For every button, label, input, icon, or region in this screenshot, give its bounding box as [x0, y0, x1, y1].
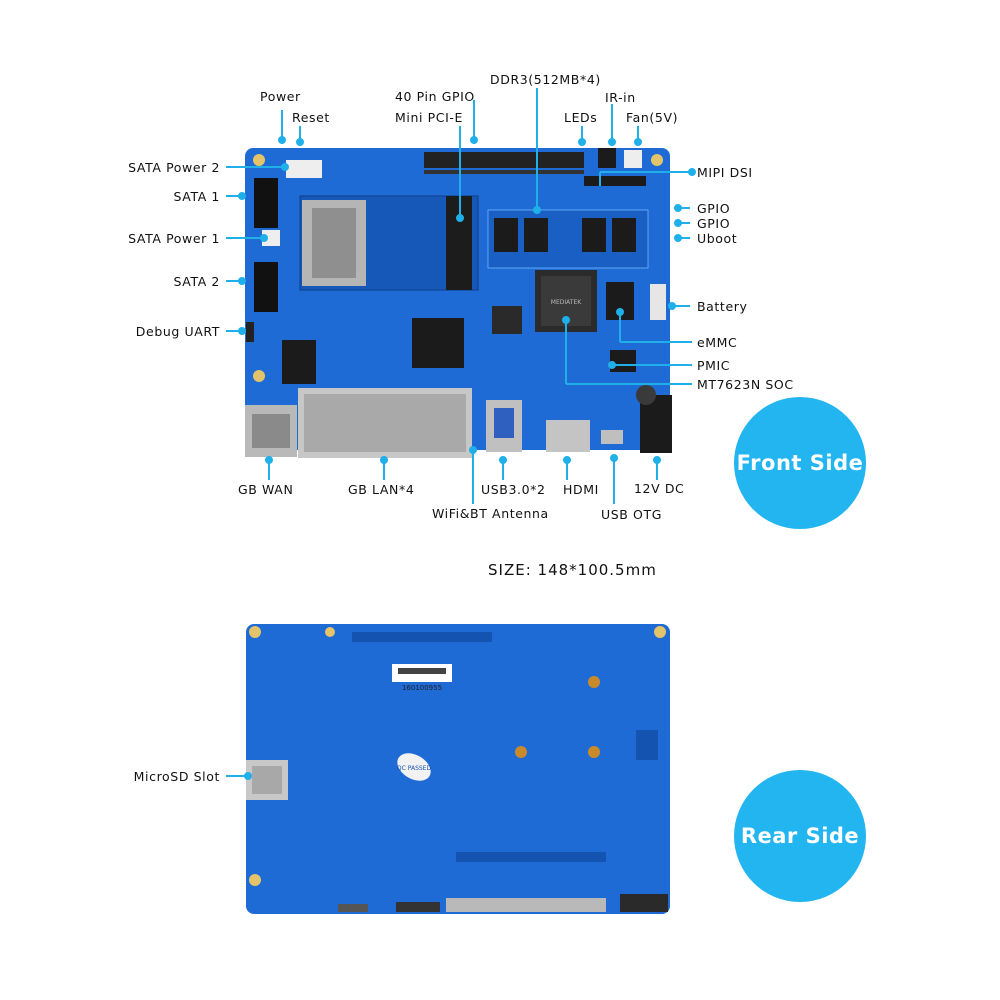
uboot-label: Uboot [697, 231, 738, 246]
debug-uart-label: Debug UART [135, 324, 220, 339]
pmic-label: PMIC [697, 358, 731, 373]
reset-label: Reset [292, 110, 330, 125]
wifi-bt-label: WiFi&BT Antenna [432, 506, 549, 521]
rear-side-text: Rear Side [740, 824, 860, 848]
power-label: Power [260, 89, 301, 104]
front-callouts [226, 88, 696, 504]
mini-pcie-label: Mini PCI-E [395, 110, 463, 125]
rear-board: 160100955 QC PASSED [246, 624, 670, 914]
ir-in-label: IR-in [605, 90, 636, 105]
rear-callouts [226, 772, 252, 780]
gb-wan-label: GB WAN [238, 482, 294, 497]
size-text: SIZE: 148*100.5mm [488, 561, 657, 579]
front-board: MEDIATEK [245, 148, 672, 458]
dc12v-label: 12V DC [634, 481, 685, 496]
battery-label: Battery [697, 299, 748, 314]
mipi-dsi-label: MIPI DSI [697, 165, 753, 180]
rear-qc-text: QC PASSED [397, 765, 432, 772]
rear-sticker-text: 160100955 [402, 684, 442, 692]
microsd-label: MicroSD Slot [133, 769, 220, 784]
sata-2-label: SATA 2 [173, 274, 220, 289]
usb-otg-label: USB OTG [601, 507, 662, 522]
sata-power-1-label: SATA Power 1 [128, 231, 220, 246]
gpio-a-label: GPIO [697, 201, 731, 216]
gb-lan-label: GB LAN*4 [348, 482, 415, 497]
leds-label: LEDs [564, 110, 598, 125]
rear-side-badge: Rear Side [734, 770, 866, 902]
hdmi-label: HDMI [563, 482, 599, 497]
front-side-badge: Front Side [734, 397, 866, 529]
fan-label: Fan(5V) [626, 110, 679, 125]
gpio40-label: 40 Pin GPIO [395, 89, 475, 104]
soc-chip-text: MEDIATEK [551, 299, 582, 306]
usb3-label: USB3.0*2 [481, 482, 546, 497]
emmc-label: eMMC [697, 335, 738, 350]
ddr3-label: DDR3(512MB*4) [490, 72, 601, 87]
sata-power-2-label: SATA Power 2 [128, 160, 220, 175]
sata-1-label: SATA 1 [173, 189, 220, 204]
front-side-text: Front Side [736, 451, 864, 475]
gpio-b-label: GPIO [697, 216, 731, 231]
soc-label: MT7623N SOC [697, 377, 794, 392]
